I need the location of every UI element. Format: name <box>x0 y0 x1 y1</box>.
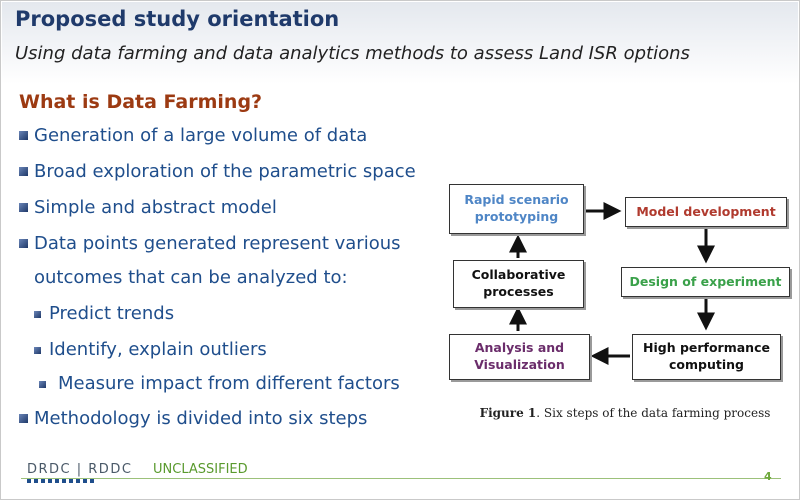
square-bullet-icon <box>19 203 28 212</box>
header-band <box>2 2 798 84</box>
bullet-item: Simple and abstract model <box>19 197 277 218</box>
sub-bullet-item: Measure impact from different factors <box>39 373 400 394</box>
step-label-line2: Visualization <box>474 357 565 372</box>
square-bullet-icon <box>34 311 41 318</box>
bullet-text: Broad exploration of the parametric spac… <box>34 161 416 182</box>
bullet-text: Data points generated represent various <box>34 233 401 254</box>
square-bullet-icon <box>19 414 28 423</box>
step-label-line1: Collaborative <box>471 267 566 283</box>
square-bullet-icon <box>39 381 46 388</box>
step-label-line1: Design of experiment <box>629 273 782 289</box>
sub-bullet-item: Predict trends <box>34 303 174 324</box>
step-label-line2: prototyping <box>474 209 559 224</box>
figure-caption-text: . Six steps of the data farming process <box>536 406 771 420</box>
sub-bullet-text: Identify, explain outliers <box>49 339 267 360</box>
sub-bullet-text: Predict trends <box>49 303 175 324</box>
bullet-item: Methodology is divided into six steps <box>19 408 367 429</box>
step-label-line1: Rapid scenario <box>464 192 569 208</box>
sub-bullet-text: Measure impact from different factors <box>58 373 400 394</box>
section-heading: What is Data Farming? <box>19 91 263 113</box>
square-bullet-icon <box>19 167 28 176</box>
bullet-text: Simple and abstract model <box>34 197 277 218</box>
square-bullet-icon <box>19 239 28 248</box>
slide-subtitle: Using data farming and data analytics me… <box>15 43 690 64</box>
drdc-logo: DRDC | RDDC <box>27 462 133 477</box>
bullet-item: Data points generated represent various <box>19 233 401 254</box>
square-bullet-icon <box>19 131 28 140</box>
step-label-line2: processes <box>483 284 554 299</box>
bullet-text: Methodology is divided into six steps <box>34 408 368 429</box>
classification-label: UNCLASSIFIED <box>153 462 248 477</box>
step-design-of-experiment: Design of experiment <box>621 267 790 297</box>
slide-title: Proposed study orientation <box>15 7 340 31</box>
page-number: 4 <box>764 470 772 483</box>
step-label-line1: High performance <box>643 340 770 356</box>
step-label-line1: Model development <box>636 203 776 219</box>
step-label-line2: computing <box>669 357 744 372</box>
sub-bullet-item: Identify, explain outliers <box>34 339 267 360</box>
bullet-text: Generation of a large volume of data <box>34 125 368 146</box>
figure-caption-label: Figure 1 <box>479 406 537 420</box>
logo-dots-icon <box>27 479 95 483</box>
square-bullet-icon <box>34 347 41 354</box>
bullet-item: Generation of a large volume of data <box>19 125 367 146</box>
bullet-continuation: outcomes that can be analyzed to: <box>34 267 348 288</box>
bullet-item: Broad exploration of the parametric spac… <box>19 161 416 182</box>
figure-caption: Figure 1. Six steps of the data farming … <box>475 405 775 421</box>
footer-divider <box>21 478 781 479</box>
step-label-line1: Analysis and <box>474 340 565 356</box>
step-model-development: Model development <box>625 197 787 227</box>
